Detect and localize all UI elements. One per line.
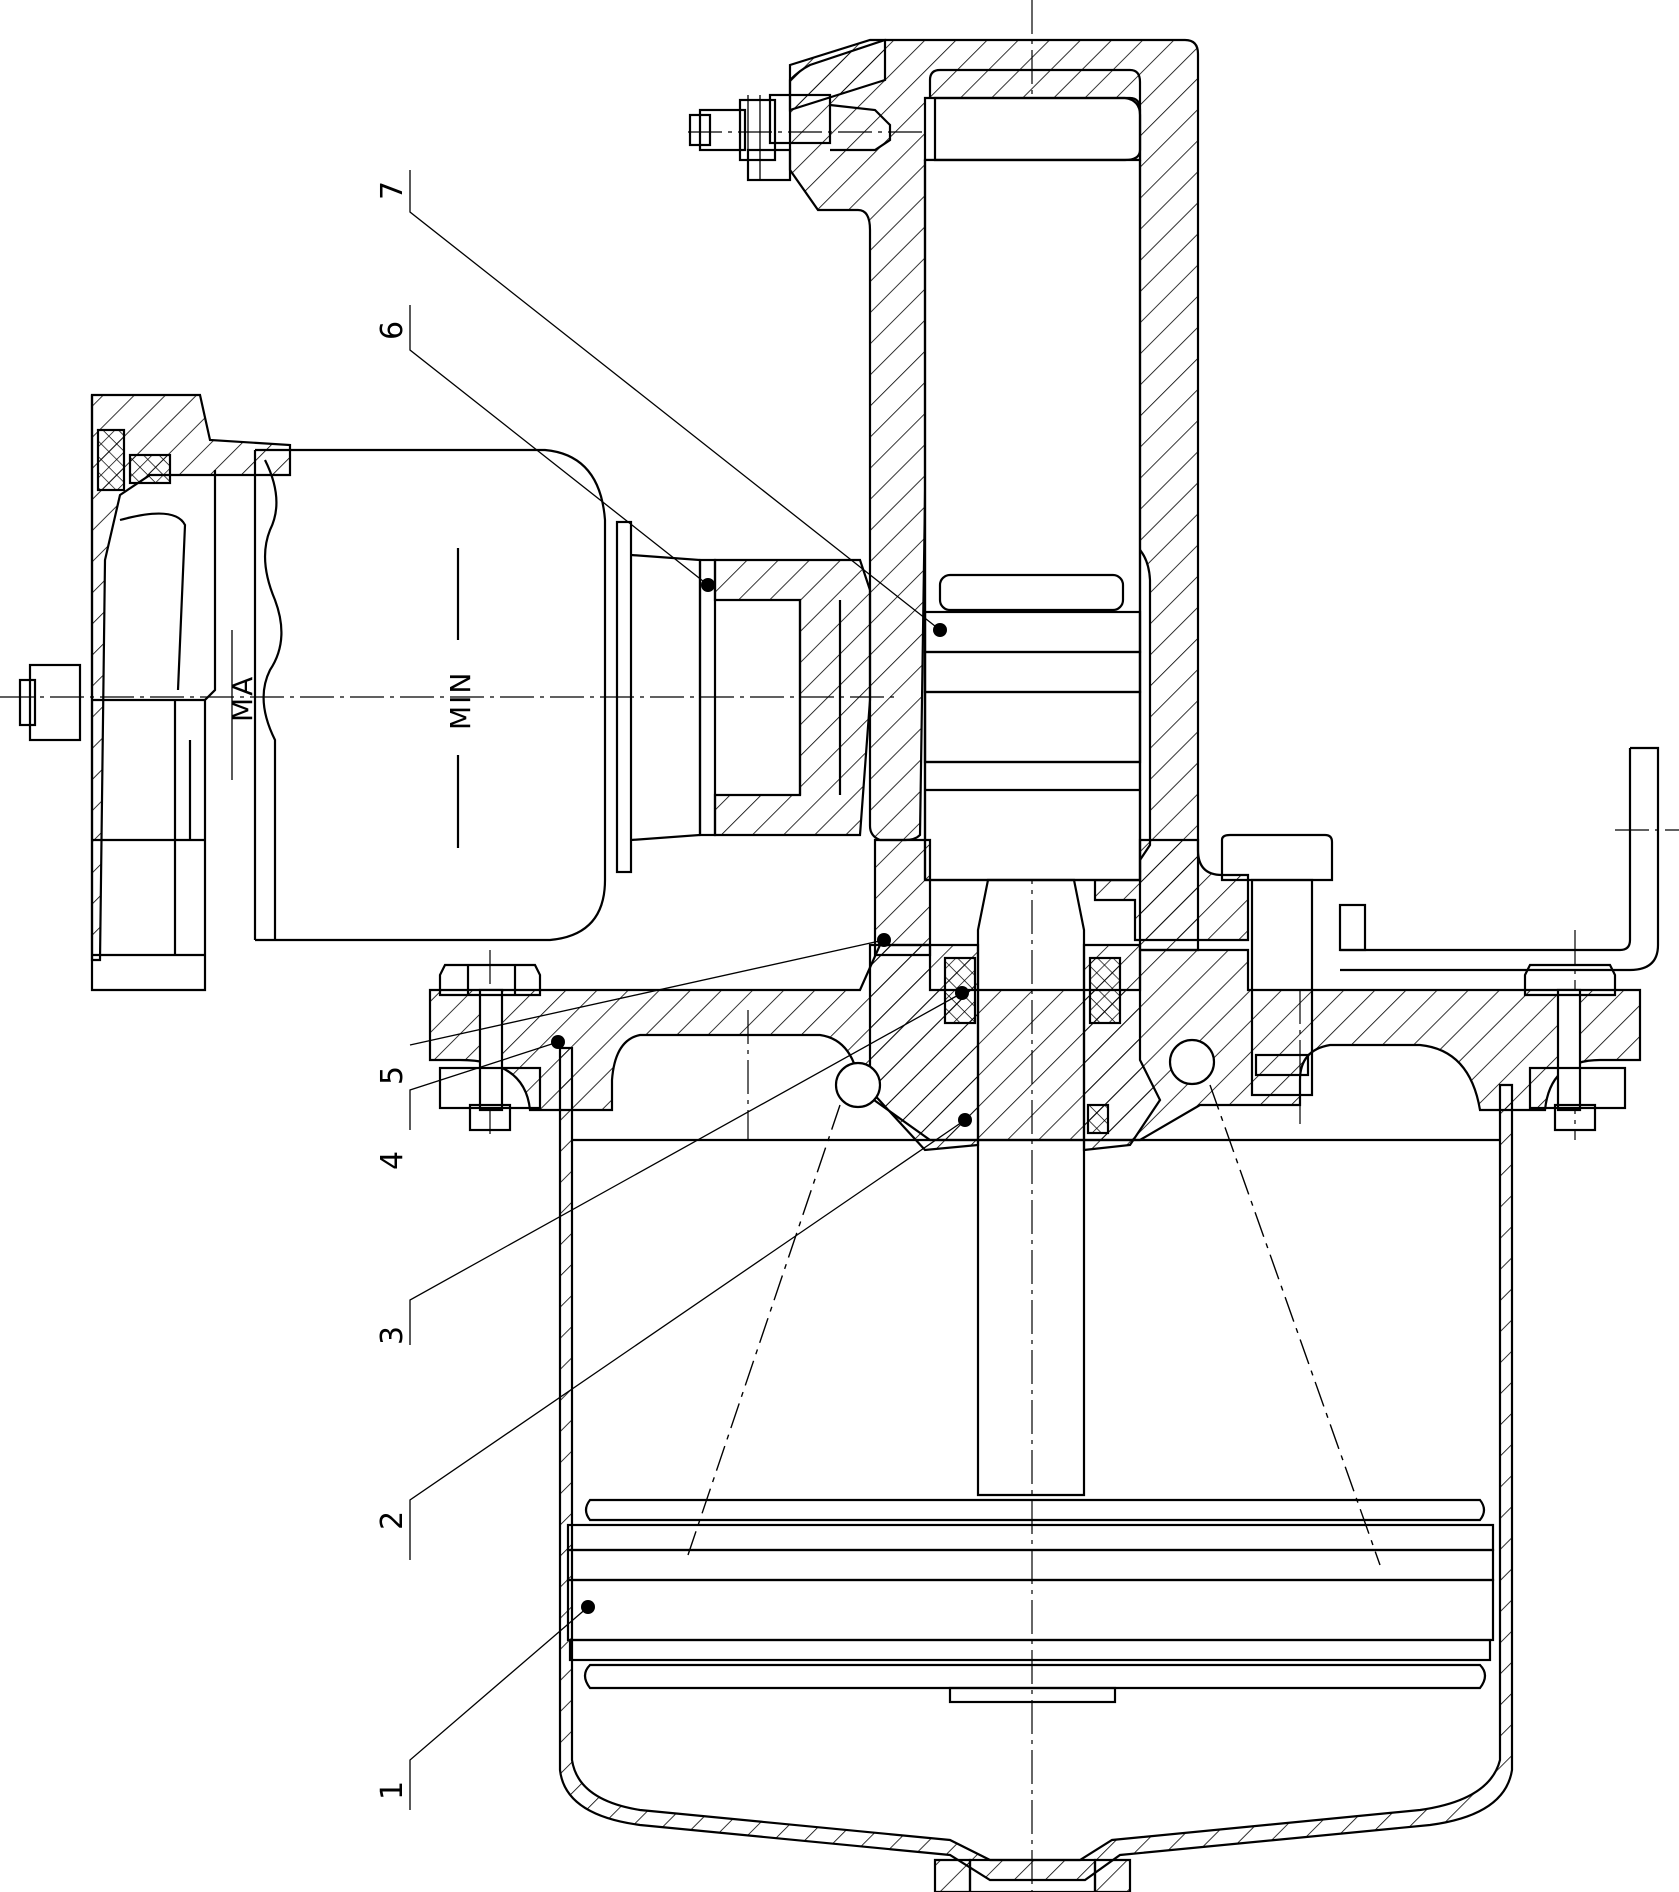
callout-2: 2 [375, 1511, 410, 1530]
fluid-reservoir [18, 393, 607, 992]
callout-numbers: 7 6 5 4 3 2 1 [375, 181, 410, 1800]
callout-3: 3 [375, 1326, 410, 1345]
piston [566, 1498, 1495, 1704]
cylinder-housing [558, 1046, 1514, 1892]
bleed-valve [688, 38, 892, 182]
upper-housing [788, 38, 1250, 957]
callout-6: 6 [375, 321, 410, 340]
leader-lines [409, 170, 966, 1810]
callout-7: 7 [375, 181, 410, 200]
piston-rod [923, 96, 1142, 1497]
max-marking: MA [226, 675, 259, 722]
callout-1: 1 [375, 1781, 410, 1800]
reservoir-connector [615, 520, 872, 874]
callout-4: 4 [375, 1151, 410, 1170]
level-markings: MIN MA [226, 671, 477, 730]
return-spring [687, 1084, 1381, 1566]
callout-5: 5 [375, 1066, 410, 1085]
min-marking: MIN [444, 671, 477, 730]
mounting-flange [428, 943, 1642, 1152]
mounting-bolts [438, 746, 1660, 1132]
